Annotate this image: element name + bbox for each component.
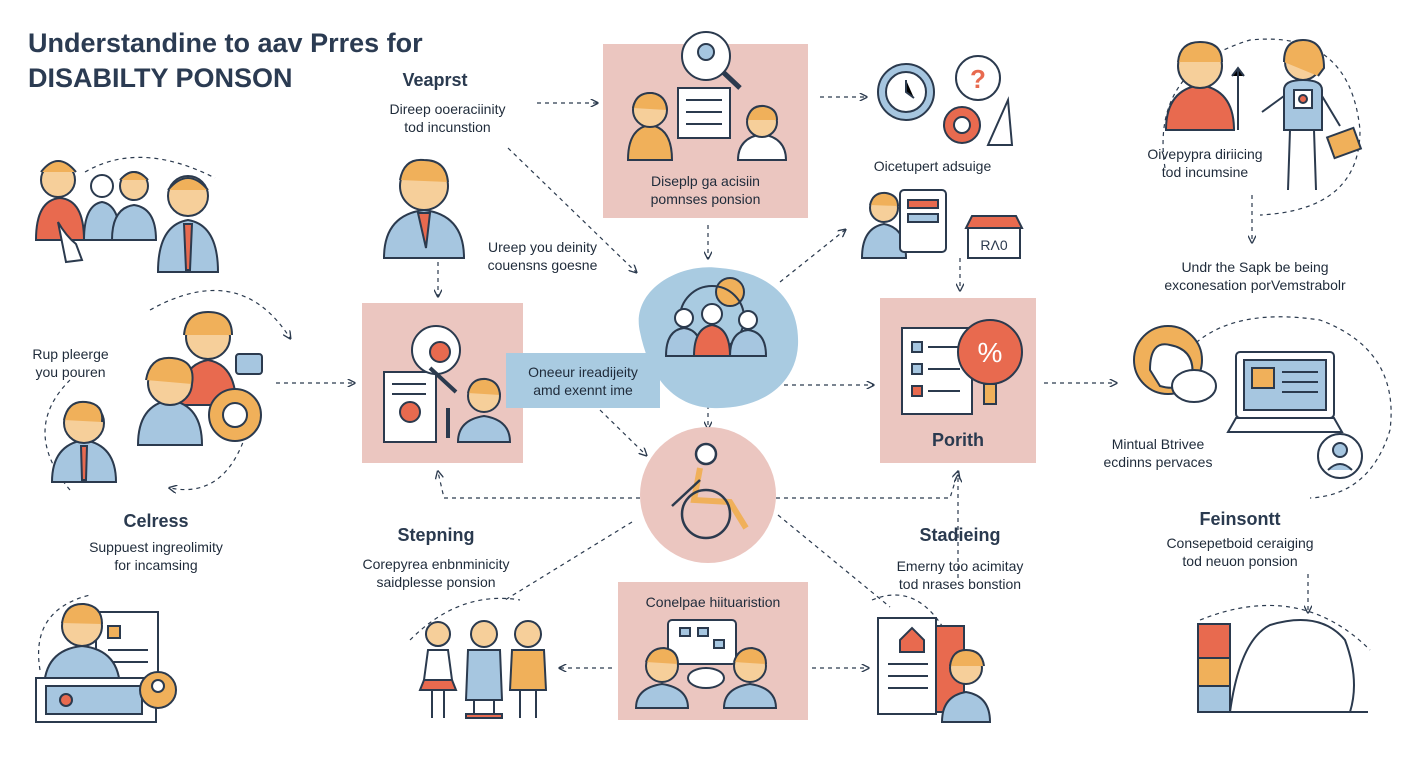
feinsontt-line-1: Consepetboid ceraiging (1166, 535, 1314, 551)
callout-line-2: amd exennt ime (533, 382, 633, 398)
right-mid-line-2: exconesation porVemstrabolr (1164, 277, 1346, 293)
stepning-line-1: Corepyrea enbnminicity (362, 556, 510, 572)
top-right-illustration (1164, 38, 1363, 191)
page-title: Understandine to aav Prres for DISABILTY… (28, 26, 423, 96)
connector-wheelchair-to-family (504, 521, 633, 601)
family-illustration (418, 620, 548, 719)
bottom-panel-caption: Conelpae hiituaristion (645, 594, 781, 610)
porith-illustration: % (901, 319, 1023, 415)
veaprst-line-1: Direep ooeraciinity (389, 101, 506, 117)
connector-wheelchair-to-stadieing (777, 514, 891, 608)
celress-line-2: for incamsing (114, 557, 198, 573)
right-mid-line-1: Undr the Sapk be being (1181, 259, 1329, 275)
stepning-line-2: saidplesse ponsion (376, 574, 496, 590)
connector-bottomright-arc (1199, 604, 1371, 651)
connector-callout-to-wheelchair (599, 409, 646, 455)
bottom-right-illustration (1197, 619, 1368, 713)
stadieing-line-2: tod nrases bonstion (898, 576, 1022, 592)
mintual-line-2: ecdinns pervaces (1103, 454, 1213, 470)
top-right-line-2: tod incumsine (1161, 164, 1249, 180)
celress-line-1: Suppuest ingreolimity (89, 539, 223, 555)
veaprst-line-2: tod incunstion (404, 119, 491, 135)
callout-box: Oneeur ireadijeity amd exennt ime (506, 353, 660, 408)
celress-title: Celress (123, 511, 189, 531)
svg-text:%: % (978, 337, 1003, 368)
hub-illustration (664, 277, 768, 357)
wheelchair-icon (671, 442, 749, 540)
bottom-panel-illustration (634, 619, 778, 709)
connector-mintual-circle (1179, 316, 1392, 499)
celress-illustration (35, 602, 177, 723)
stepning-title: Stepning (397, 525, 475, 545)
connector-celress-arc (38, 594, 91, 671)
stadieing-title: Stadieing (919, 525, 1001, 545)
clock-illustration: ? (877, 55, 1014, 146)
callout-line-1: Oneeur ireadijeity (528, 364, 638, 380)
svg-text:?: ? (970, 64, 986, 94)
connector-book-arc (871, 594, 951, 641)
left-mid-illustration (50, 310, 263, 483)
title-line-2: DISABILTY PONSON (28, 63, 293, 93)
title-line-1: Understandine to aav Prres for (28, 28, 423, 58)
connector-wheelchair-to-stepning (438, 472, 640, 499)
connector-hub-to-device (779, 230, 845, 283)
left-mid-line-2: you pouren (35, 364, 106, 380)
stadieing-line-1: Emerny too acimitay (896, 558, 1024, 574)
connector-leftmid-loop (149, 290, 290, 338)
wheelchair-circle (640, 427, 776, 563)
top-panel-line-1: Diseplp ga acisiin (651, 173, 760, 189)
connector-topright-circle (1162, 38, 1361, 216)
porith-label: Porith (932, 430, 984, 450)
book-illustration (877, 617, 992, 723)
businessman-illustration (382, 158, 466, 259)
top-right-line-1: Oivepypra diriicing (1147, 146, 1263, 162)
top-panel-illustration (626, 31, 788, 161)
veaprst-title: Veaprst (402, 70, 468, 90)
svg-text:RΛ0: RΛ0 (980, 237, 1007, 253)
feinsontt-line-2: tod neuon ponsion (1182, 553, 1298, 569)
upper-mid-line-2: couensns goesne (487, 257, 598, 273)
top-panel-line-2: pomnses ponsion (650, 191, 761, 207)
mintual-line-1: Mintual Btrivee (1111, 436, 1205, 452)
clock-caption: Oicetupert adsuige (873, 158, 992, 174)
team-illustration (34, 160, 220, 273)
stepning-illustration (383, 325, 512, 443)
connector-veaprst-to-hub (507, 147, 636, 272)
mintual-illustration (1133, 325, 1363, 479)
left-mid-line-1: Rup pleerge (32, 346, 109, 362)
device-illustration: RΛ0 (860, 189, 1024, 259)
connector-wheelchair-to-porith (776, 472, 958, 499)
feinsontt-title: Feinsontt (1199, 509, 1281, 529)
upper-mid-line-1: Ureep you deinity (488, 239, 597, 255)
